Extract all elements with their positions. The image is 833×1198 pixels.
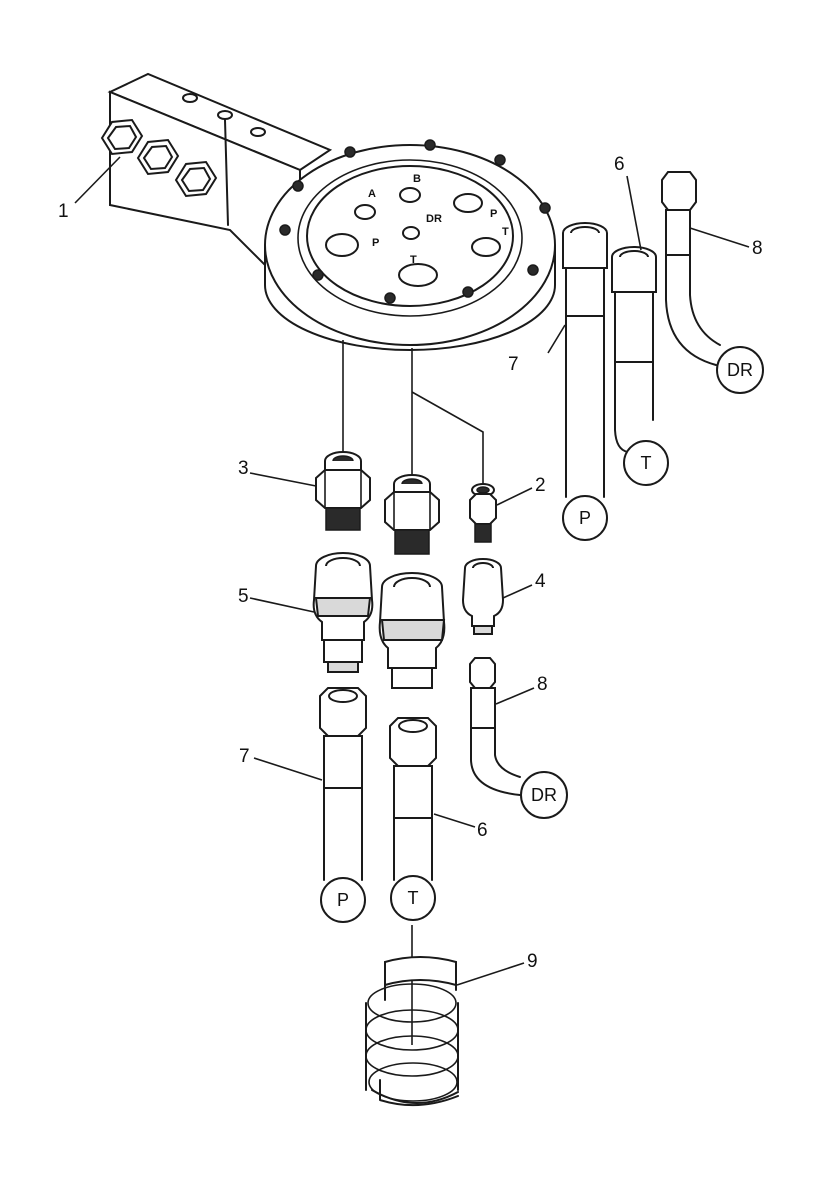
plate-mark: A xyxy=(368,188,376,200)
port-label-t-upper: T xyxy=(623,440,669,486)
hex-plug xyxy=(174,160,218,198)
hex-plugs xyxy=(100,118,218,198)
callout-1: 1 xyxy=(58,201,69,222)
port-label-p-upper: P xyxy=(562,495,608,541)
svg-text:T: T xyxy=(641,453,652,473)
coupler-4 xyxy=(461,558,505,635)
plate-mark: B xyxy=(413,173,421,185)
callout-7: 7 xyxy=(239,746,250,767)
plate-mark: DR xyxy=(426,213,442,225)
quick-coupler-middle xyxy=(378,572,446,689)
port-label-p-lower: P xyxy=(320,877,366,923)
hose-dr-upper xyxy=(661,171,721,366)
adapter-fitting-middle xyxy=(384,474,440,555)
svg-text:P: P xyxy=(579,508,591,528)
swivel-flange: A B P T DR P T xyxy=(264,139,556,351)
callout-6: 6 xyxy=(477,820,488,841)
callout-9: 9 xyxy=(527,951,538,972)
callout-numbers: 1 2 3 4 5 6 7 8 9 6 7 8 xyxy=(58,154,763,972)
assembly-lines xyxy=(342,340,484,1045)
plate-mark: P xyxy=(372,237,379,249)
hose-t-lower xyxy=(389,717,437,881)
callout-5: 5 xyxy=(238,586,249,607)
hex-plug xyxy=(100,118,144,156)
port-label-t-lower: T xyxy=(390,875,436,921)
protective-spiral-wrap xyxy=(365,956,459,1107)
port-label-dr-lower: DR xyxy=(520,771,568,819)
hose-t-upper xyxy=(611,246,657,453)
callout-8: 8 xyxy=(537,674,548,695)
plate-mark: P xyxy=(490,208,497,220)
adapter-fitting-2 xyxy=(469,483,497,543)
port-labels: P T DR P T DR xyxy=(320,346,764,923)
port-label-dr-upper: DR xyxy=(716,346,764,394)
leader-lines xyxy=(74,156,750,986)
callout-2: 2 xyxy=(535,475,546,496)
svg-text:T: T xyxy=(408,888,419,908)
svg-text:DR: DR xyxy=(727,360,753,380)
flange-bolts xyxy=(279,139,551,304)
adapter-fitting-3 xyxy=(315,451,371,531)
svg-text:P: P xyxy=(337,890,349,910)
plate-mark: T xyxy=(410,254,417,266)
callout-4: 4 xyxy=(535,571,546,592)
callout-6: 6 xyxy=(614,154,625,175)
hose-p-lower xyxy=(319,687,367,881)
plate-mark: T xyxy=(502,226,509,238)
callout-7: 7 xyxy=(508,354,519,375)
plate-ports xyxy=(325,187,501,287)
callout-8: 8 xyxy=(752,238,763,259)
hex-plug xyxy=(136,138,180,176)
hose-p-upper xyxy=(562,222,608,498)
quick-coupler-5 xyxy=(312,552,374,673)
hose-dr-lower xyxy=(469,657,521,796)
svg-text:DR: DR xyxy=(531,785,557,805)
callout-3: 3 xyxy=(238,458,249,479)
